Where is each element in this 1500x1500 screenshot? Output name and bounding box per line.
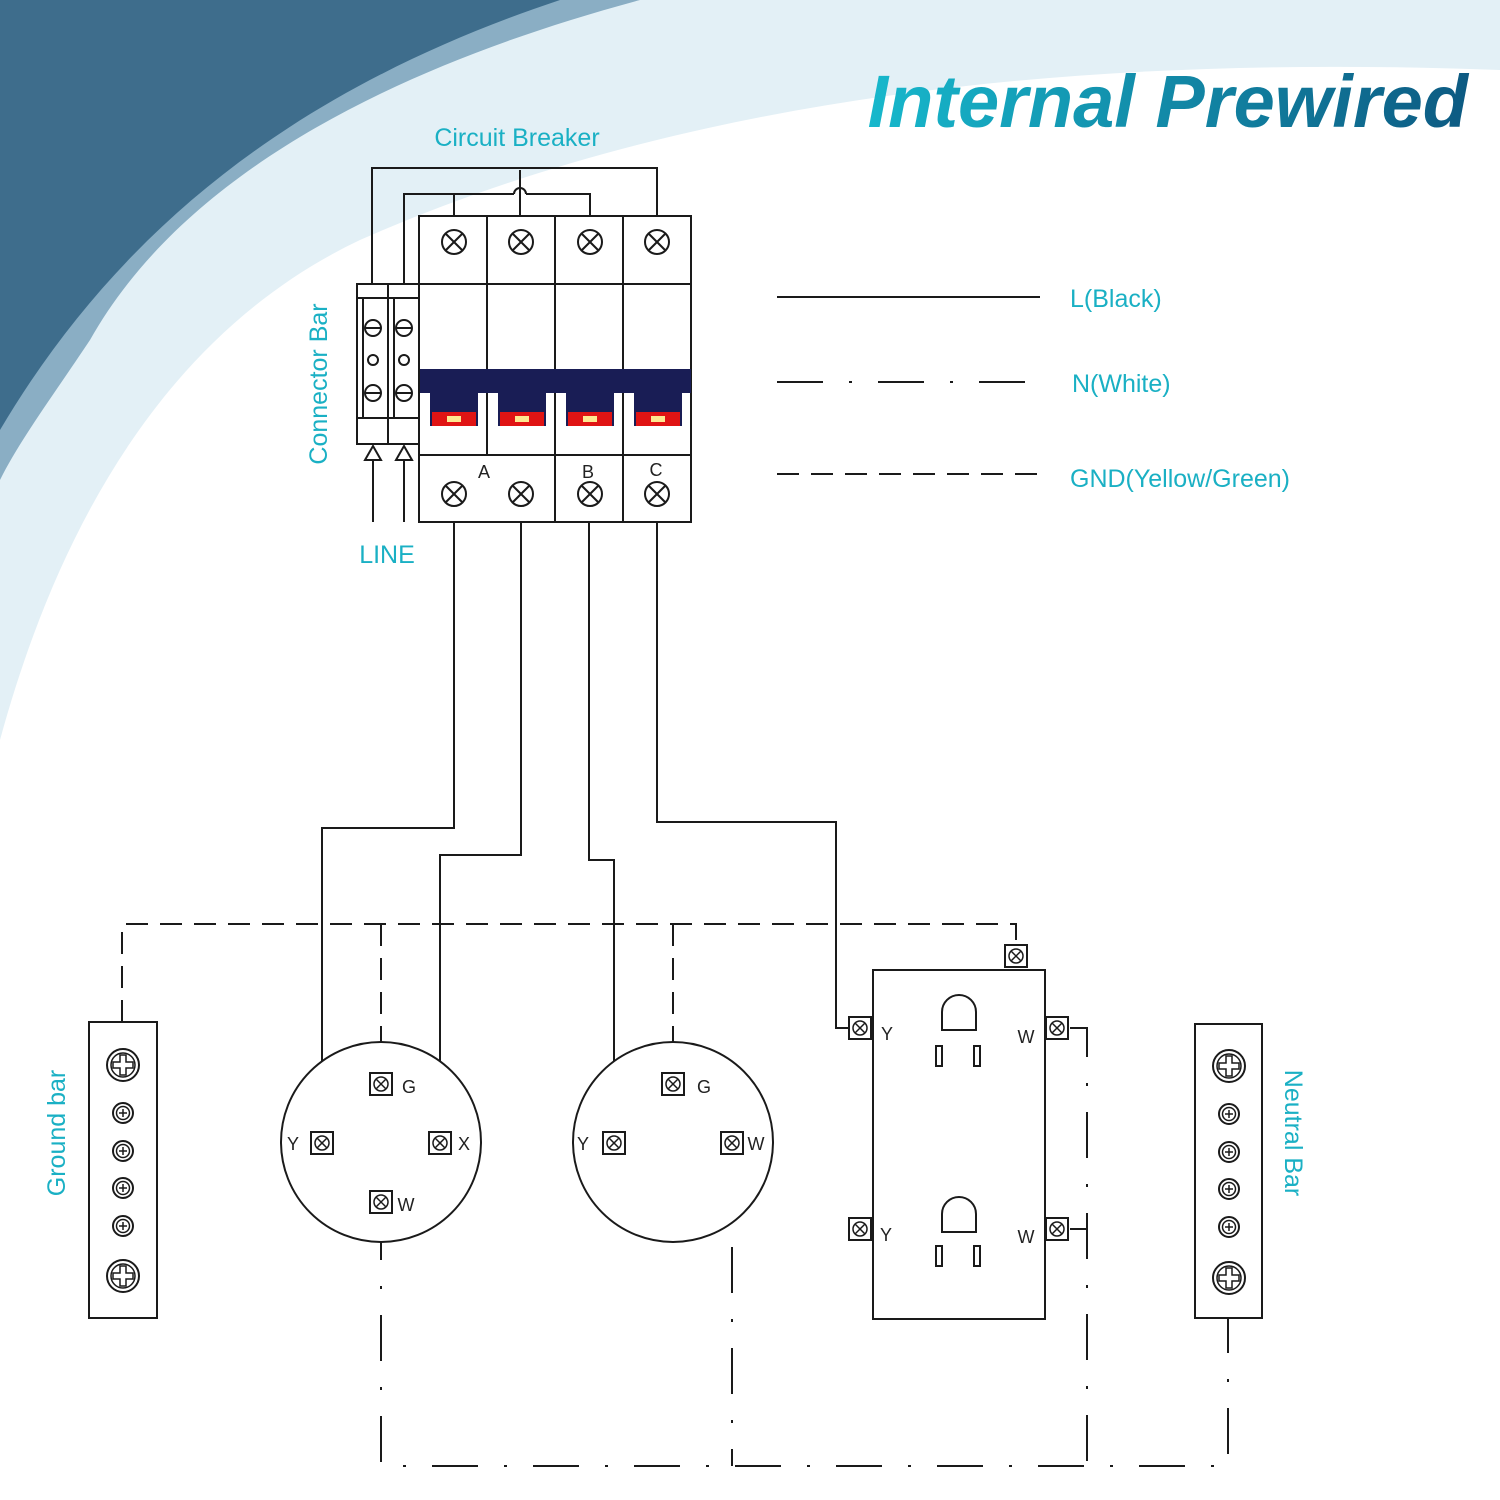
terminal-g-label: G xyxy=(402,1077,416,1097)
connector-bar-label: Connector Bar xyxy=(305,303,333,464)
receptacle-4-prong: G Y X W xyxy=(280,1041,482,1243)
neutral-bar xyxy=(1194,1023,1263,1319)
page-title: Internal Prewired xyxy=(868,60,1470,143)
terminal-w-label: W xyxy=(1018,1027,1035,1047)
terminal-x-label: X xyxy=(458,1134,470,1154)
line-wires xyxy=(321,522,848,1130)
line-label: LINE xyxy=(359,541,415,569)
terminal-y-label: Y xyxy=(577,1134,589,1154)
duplex-outlet: Y Y W W xyxy=(848,944,1069,1320)
pole-c-label: C xyxy=(650,460,663,480)
legend-label-line: L(Black) xyxy=(1070,285,1162,313)
terminal-g-label: G xyxy=(697,1077,711,1097)
top-wiring xyxy=(371,167,658,284)
ground-bar-label: Ground bar xyxy=(43,1070,71,1196)
circuit-breaker: A B C xyxy=(418,215,692,523)
terminal-w-label: W xyxy=(398,1195,415,1215)
circuit-breaker-label: Circuit Breaker xyxy=(434,124,599,152)
legend: L(Black) N(White) GND(Yellow/Green) xyxy=(777,285,1290,493)
terminal-y-label: Y xyxy=(287,1134,299,1154)
terminal-y-label: Y xyxy=(880,1225,892,1245)
breaker-indicators xyxy=(430,388,682,426)
neutral-bar-label: Neutral Bar xyxy=(1279,1070,1307,1196)
ground-bar xyxy=(88,1021,158,1319)
connector-bar xyxy=(356,283,420,522)
legend-label-ground: GND(Yellow/Green) xyxy=(1070,465,1290,493)
decorative-banner xyxy=(0,0,1500,740)
terminal-y-label: Y xyxy=(881,1024,893,1044)
legend-label-neutral: N(White) xyxy=(1072,370,1171,398)
terminal-w-label: W xyxy=(748,1134,765,1154)
terminal-w-label: W xyxy=(1018,1227,1035,1247)
pole-a-label: A xyxy=(478,462,490,482)
receptacle-3-prong: G Y W xyxy=(572,1041,774,1243)
neutral-wires xyxy=(380,1027,1229,1467)
pole-b-label: B xyxy=(582,462,594,482)
